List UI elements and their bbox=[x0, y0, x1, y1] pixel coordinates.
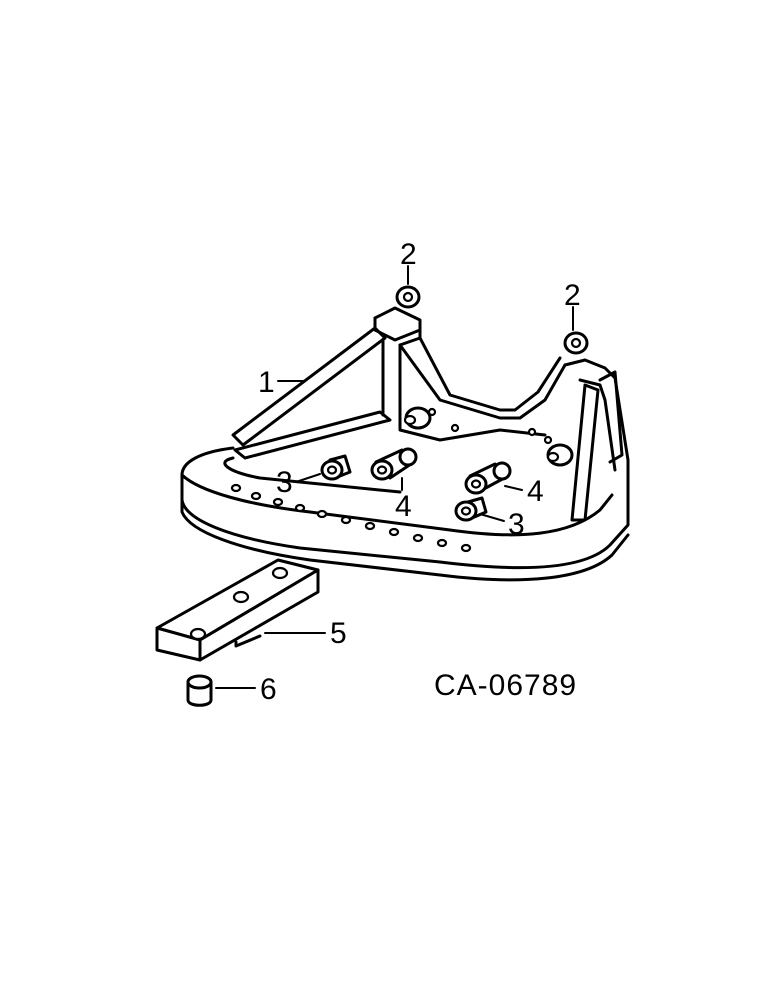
nut-part-2-right bbox=[563, 331, 589, 355]
edge-holes bbox=[230, 483, 472, 553]
callout-2-left: 2 bbox=[400, 238, 417, 271]
nut-part-2-left bbox=[395, 285, 421, 309]
callout-2-right: 2 bbox=[564, 279, 581, 312]
bushing-part-3-right bbox=[454, 496, 488, 522]
leader-lines bbox=[215, 265, 574, 689]
callout-1: 1 bbox=[258, 366, 275, 399]
frame-bushing-left bbox=[403, 406, 432, 430]
frame-bushing-right bbox=[546, 443, 574, 467]
callout-6: 6 bbox=[260, 673, 277, 706]
callout-3-right: 3 bbox=[508, 508, 525, 541]
sleeve-part-6 bbox=[186, 674, 213, 707]
platform-frame bbox=[180, 306, 630, 582]
spacer-part-4-left bbox=[370, 447, 418, 481]
spacer-part-4-right bbox=[464, 461, 512, 495]
callout-3-left: 3 bbox=[276, 466, 293, 499]
drawing-code: CA-06789 bbox=[434, 669, 577, 702]
bar-part-5 bbox=[155, 558, 320, 662]
callout-4-left: 4 bbox=[395, 490, 412, 523]
bushing-part-3-left bbox=[320, 454, 352, 481]
callout-5: 5 bbox=[330, 617, 347, 650]
callout-4-right: 4 bbox=[527, 475, 544, 508]
